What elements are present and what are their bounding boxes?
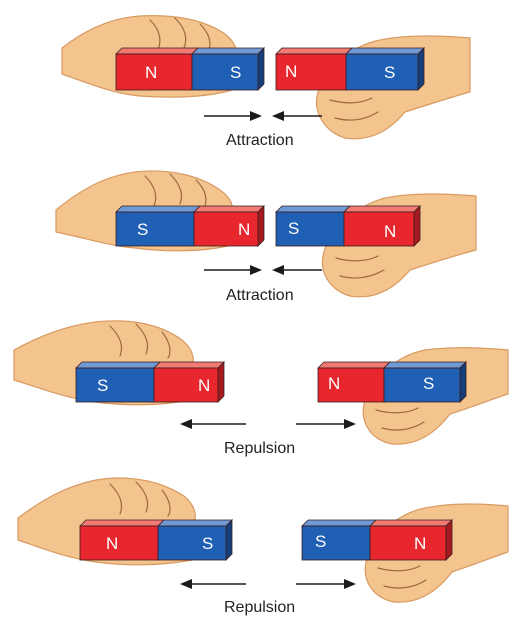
pole-label: S bbox=[202, 534, 213, 553]
magnet-pole-block bbox=[302, 526, 370, 560]
panel-repulsion-2: N S S N Repulsion bbox=[18, 478, 508, 616]
right-arrow bbox=[272, 111, 322, 121]
arrow-head bbox=[250, 265, 262, 275]
panel-caption: Repulsion bbox=[224, 440, 295, 457]
magnet-pole-block bbox=[158, 526, 226, 560]
magnet-pole-block bbox=[76, 368, 154, 402]
magnet-side-face bbox=[258, 206, 264, 246]
arrow-head bbox=[344, 419, 356, 429]
arrow-head bbox=[272, 265, 284, 275]
left-arrow bbox=[180, 419, 246, 429]
magnet-top-face bbox=[318, 362, 390, 368]
right-arrow bbox=[296, 579, 356, 589]
magnet-top-face bbox=[384, 362, 466, 368]
magnet-top-face bbox=[76, 362, 160, 368]
pole-label: N bbox=[145, 63, 157, 82]
left-magnet: N S bbox=[116, 48, 264, 90]
magnet-top-face bbox=[370, 520, 452, 526]
right-magnet: N S bbox=[276, 48, 424, 90]
magnet-pole-block bbox=[346, 54, 418, 90]
pole-label: S bbox=[137, 220, 148, 239]
pole-label: S bbox=[288, 219, 299, 238]
magnet-top-face bbox=[80, 520, 164, 526]
pole-label: S bbox=[423, 374, 434, 393]
pole-label: N bbox=[328, 374, 340, 393]
pole-label: N bbox=[198, 376, 210, 395]
magnet-top-face bbox=[346, 48, 424, 54]
panel-caption: Attraction bbox=[226, 132, 294, 149]
magnet-side-face bbox=[218, 362, 224, 402]
left-magnet: S N bbox=[76, 362, 224, 402]
right-magnet: S N bbox=[276, 206, 420, 246]
magnet-side-face bbox=[258, 48, 264, 90]
panel-repulsion-1: S N N S Repulsion bbox=[14, 321, 508, 457]
right-arrow bbox=[296, 419, 356, 429]
arrow-head bbox=[180, 419, 192, 429]
magnet-top-face bbox=[158, 520, 232, 526]
panel-caption: Attraction bbox=[226, 287, 294, 304]
right-magnet: S N bbox=[302, 520, 452, 560]
left-magnet: S N bbox=[116, 206, 264, 246]
magnet-side-face bbox=[226, 520, 232, 560]
magnet-top-face bbox=[344, 206, 420, 212]
left-arrow bbox=[180, 579, 246, 589]
left-arrow bbox=[204, 111, 262, 121]
magnet-pole-block bbox=[116, 212, 194, 246]
right-arrow bbox=[272, 265, 322, 275]
pole-label: N bbox=[238, 220, 250, 239]
magnet-top-face bbox=[302, 520, 376, 526]
arrow-head bbox=[250, 111, 262, 121]
magnet-top-face bbox=[192, 48, 264, 54]
right-magnet: N S bbox=[318, 362, 466, 402]
left-arrow bbox=[204, 265, 262, 275]
magnet-pole-block bbox=[344, 212, 414, 246]
magnet-top-face bbox=[194, 206, 264, 212]
pole-label: S bbox=[384, 63, 395, 82]
pole-label: S bbox=[230, 63, 241, 82]
magnet-top-face bbox=[276, 48, 352, 54]
pole-label: N bbox=[384, 222, 396, 241]
panel-attraction-1: N S N S Attraction bbox=[62, 16, 470, 149]
magnet-pole-block bbox=[80, 526, 158, 560]
magnet-side-face bbox=[446, 520, 452, 560]
magnet-side-face bbox=[414, 206, 420, 246]
magnet-top-face bbox=[116, 48, 198, 54]
magnet-side-face bbox=[418, 48, 424, 90]
magnet-pole-block bbox=[276, 212, 344, 246]
magnet-pole-block bbox=[192, 54, 258, 90]
magnet-top-face bbox=[276, 206, 350, 212]
arrow-head bbox=[180, 579, 192, 589]
magnet-top-face bbox=[154, 362, 224, 368]
panel-attraction-2: S N S N Attraction bbox=[56, 171, 476, 304]
left-magnet: N S bbox=[80, 520, 232, 560]
pole-label: N bbox=[106, 534, 118, 553]
pole-label: S bbox=[315, 532, 326, 551]
arrow-head bbox=[344, 579, 356, 589]
magnet-pole-block bbox=[370, 526, 446, 560]
magnet-pole-block bbox=[384, 368, 460, 402]
arrow-head bbox=[272, 111, 284, 121]
pole-label: N bbox=[414, 534, 426, 553]
magnet-top-face bbox=[116, 206, 200, 212]
pole-label: S bbox=[97, 376, 108, 395]
pole-label: N bbox=[285, 62, 297, 81]
magnet-side-face bbox=[460, 362, 466, 402]
panel-caption: Repulsion bbox=[224, 599, 295, 616]
